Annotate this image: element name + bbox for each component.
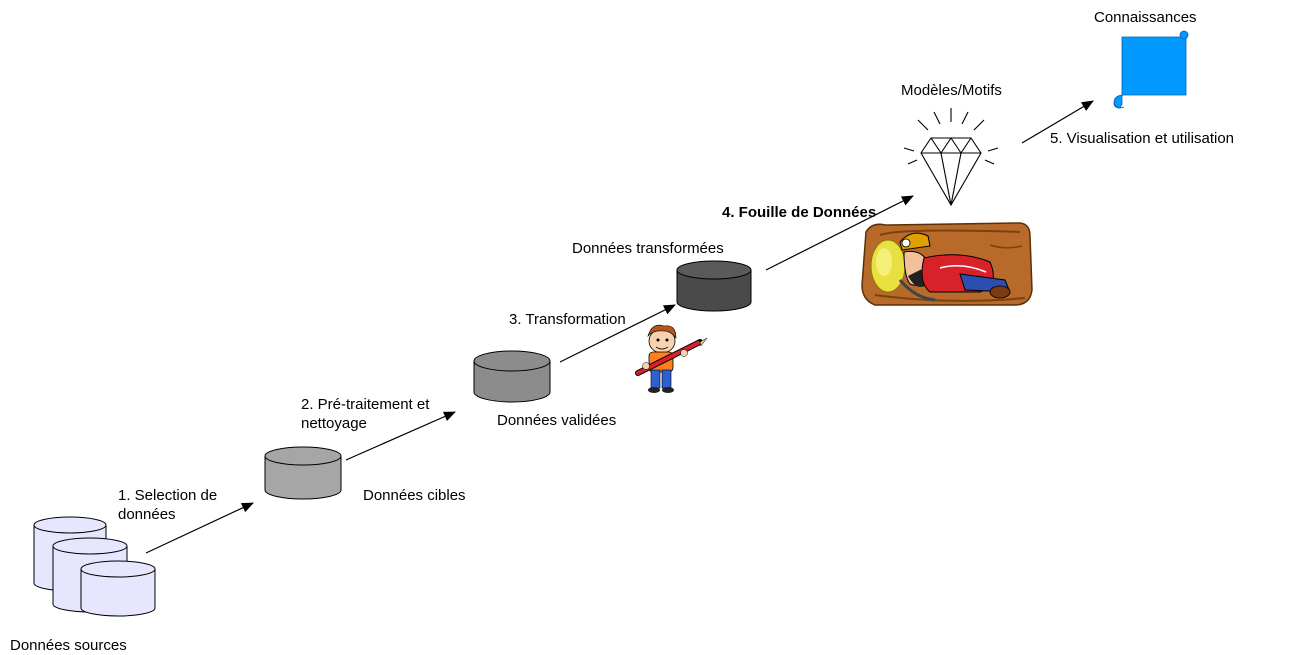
- target-data-cylinder-icon: [264, 446, 342, 500]
- label-transformed: Données transformées: [572, 240, 724, 257]
- arrow-step4: [765, 195, 914, 271]
- arrow-step2: [345, 411, 456, 461]
- miner-in-tunnel-icon: [861, 222, 1033, 306]
- arrow-step5: [1021, 100, 1094, 144]
- transformed-data-cylinder-icon: [676, 260, 752, 312]
- label-step4: 4. Fouille de Données: [722, 204, 877, 221]
- label-knowledge: Connaissances: [1094, 9, 1197, 26]
- label-targets: Données cibles: [363, 487, 466, 504]
- arrow-step3: [559, 304, 676, 363]
- database-stack-icon: [33, 516, 156, 617]
- label-step1-line2: données: [118, 506, 176, 523]
- validated-data-cylinder-icon: [473, 350, 551, 403]
- arrow-step1: [145, 502, 254, 554]
- boy-with-pencil-icon: [635, 324, 708, 393]
- label-step2-line1: 2. Pré-traitement et: [301, 396, 430, 413]
- label-step2-line2: nettoyage: [301, 415, 367, 432]
- label-step3: 3. Transformation: [509, 311, 626, 328]
- label-step1-line1: 1. Selection de: [118, 487, 218, 504]
- scroll-icon: [1113, 30, 1189, 109]
- label-models: Modèles/Motifs: [901, 82, 1002, 99]
- label-sources: Données sources: [10, 637, 127, 654]
- diamond-icon: [903, 108, 999, 207]
- label-step5: 5. Visualisation et utilisation: [1050, 130, 1234, 147]
- label-validated: Données validées: [497, 412, 617, 429]
